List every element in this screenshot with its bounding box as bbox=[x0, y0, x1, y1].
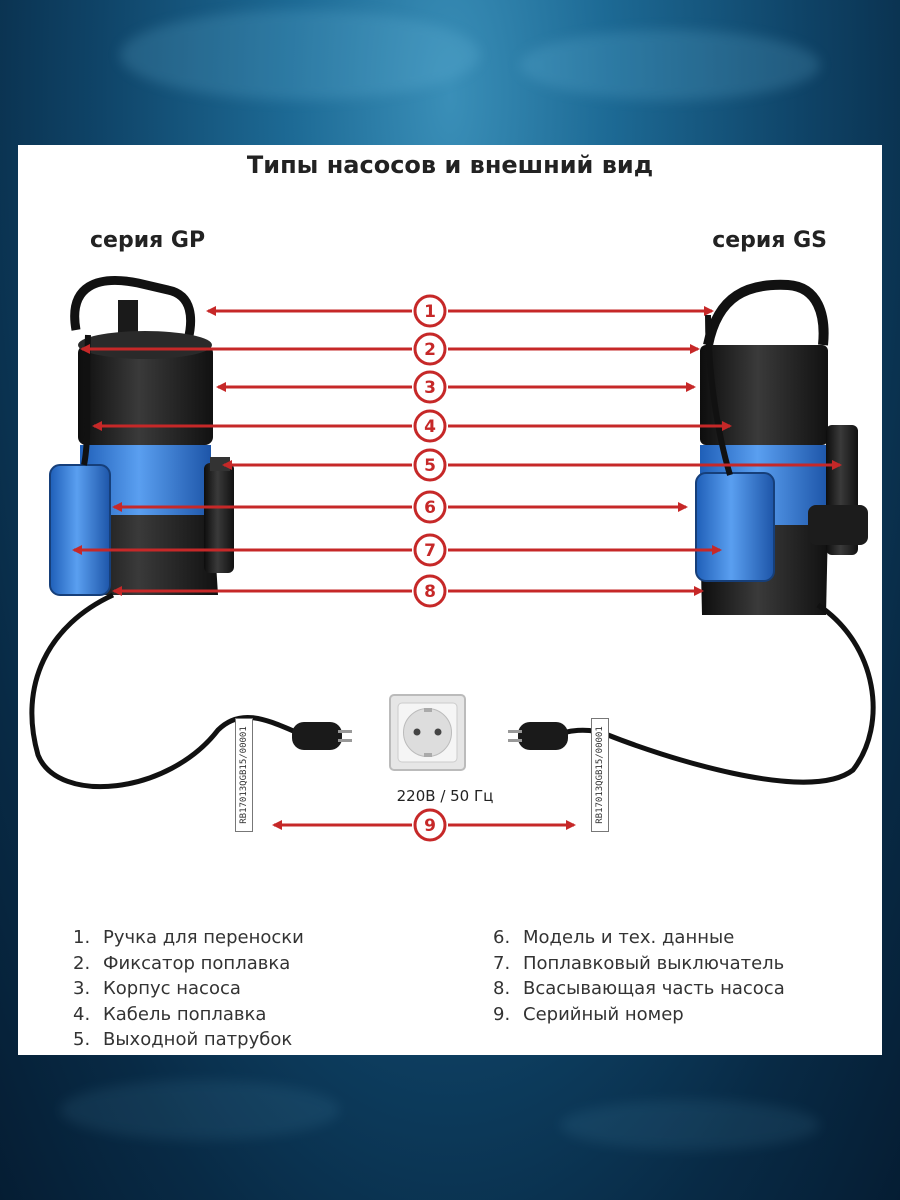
legend-item: 7. Поплавковый выключатель bbox=[493, 951, 785, 977]
legend-number: 3. bbox=[73, 978, 91, 999]
callout-number: 4 bbox=[424, 417, 436, 437]
serial-tag-gs: RB17013QGB15/00001 bbox=[591, 718, 609, 832]
legend-item: 1. Ручка для переноски bbox=[73, 925, 304, 951]
callout-number: 3 bbox=[424, 378, 436, 398]
callout-badge bbox=[413, 533, 447, 567]
legend-number: 4. bbox=[73, 1003, 91, 1025]
legend-number: 8. bbox=[493, 978, 511, 999]
callout-number: 5 bbox=[424, 456, 436, 476]
gp-power-cord bbox=[29, 592, 304, 790]
diagram-panel: 1 2 3 4 5 6 7 8 9 Типы насосов и внешний вид сер… bbox=[18, 145, 882, 1055]
callout-badge bbox=[413, 409, 447, 443]
legend-number: 1. bbox=[73, 927, 91, 948]
gp-handle bbox=[70, 276, 196, 342]
legend-number: 9. bbox=[493, 1003, 511, 1025]
legend-item: 4. Кабель поплавка bbox=[73, 1002, 304, 1028]
pump-diagram: 1 2 3 4 5 6 7 8 9 bbox=[29, 276, 876, 842]
pump-gs bbox=[695, 279, 868, 615]
callout-badge bbox=[413, 294, 447, 328]
legend-text: Выходной патрубок bbox=[103, 1029, 293, 1050]
diagram-title: Типы насосов и внешний вид bbox=[246, 151, 654, 179]
gp-float bbox=[49, 464, 111, 596]
callout-number: 8 bbox=[424, 582, 436, 602]
legend-text: Фиксатор поплавка bbox=[103, 952, 291, 974]
background-light bbox=[560, 1100, 820, 1150]
callout-arrows bbox=[72, 306, 842, 830]
legend-item: 9. Серийный номер bbox=[493, 1002, 785, 1028]
gs-float bbox=[695, 472, 775, 582]
gs-outlet-elbow bbox=[808, 505, 868, 545]
legend-text: Поплавковый выключатель bbox=[523, 952, 785, 974]
legend-item: 8. Всасывающая часть насоса bbox=[493, 976, 785, 1002]
callout-number: 9 bbox=[424, 816, 436, 836]
callout-number: 2 bbox=[424, 340, 436, 360]
legend-number: 5. bbox=[73, 1029, 91, 1050]
legend-text: Корпус насоса bbox=[103, 978, 241, 999]
background-light bbox=[520, 30, 820, 100]
series-gp-label: серия GP bbox=[90, 228, 206, 253]
gp-housing bbox=[78, 345, 213, 445]
legend-item: 3. Корпус насоса bbox=[73, 976, 304, 1002]
legend-number: 7. bbox=[493, 952, 511, 974]
callout-badge bbox=[413, 370, 447, 404]
gs-handle bbox=[703, 279, 829, 347]
legend-text: Ручка для переноски bbox=[103, 927, 304, 948]
legend-left-column: 1. Ручка для переноски 2. Фиксатор поплавк… bbox=[73, 925, 304, 1053]
legend-item: 2. Фиксатор поплавка bbox=[73, 951, 304, 977]
background-light bbox=[60, 1080, 340, 1140]
gp-plug bbox=[292, 722, 352, 750]
legend-number: 6. bbox=[493, 927, 511, 948]
serial-number-gs: RB17013QGB15/00001 bbox=[595, 726, 605, 824]
gs-float-cable bbox=[705, 314, 733, 476]
callout-badge bbox=[413, 490, 447, 524]
callout-number: 1 bbox=[424, 302, 436, 322]
series-gs-label: серия GS bbox=[712, 228, 827, 253]
legend-text: Модель и тех. данные bbox=[523, 927, 735, 948]
serial-tag-gp: RB17013QGB15/00001 bbox=[235, 718, 253, 832]
legend-text: Всасывающая часть насоса bbox=[523, 978, 785, 999]
callout-badge bbox=[413, 448, 447, 482]
gs-plug bbox=[508, 722, 568, 750]
legend-item: 5. Выходной патрубок bbox=[73, 1027, 304, 1053]
wall-socket bbox=[389, 694, 466, 771]
socket-caption: 220В / 50 Гц bbox=[396, 787, 494, 805]
pump-gp bbox=[49, 276, 234, 596]
legend-right-column: 6. Модель и тех. данные 7. Поплавковый вык… bbox=[493, 925, 785, 1027]
legend-number: 2. bbox=[73, 952, 91, 974]
gs-housing bbox=[700, 345, 828, 445]
legend-text: Серийный номер bbox=[523, 1003, 684, 1025]
gp-outlet bbox=[204, 463, 234, 573]
callout-badge bbox=[413, 808, 447, 842]
serial-number-gp: RB17013QGB15/00001 bbox=[239, 726, 249, 824]
gp-housing-top bbox=[78, 331, 212, 359]
callout-number: 7 bbox=[424, 541, 436, 561]
callout-badges: 1 2 3 4 5 6 7 8 9 bbox=[413, 294, 447, 842]
gp-float-cable bbox=[81, 334, 91, 466]
background-light bbox=[120, 10, 480, 100]
callout-badge bbox=[413, 332, 447, 366]
legend-text: Кабель поплавка bbox=[103, 1003, 267, 1025]
callout-number: 6 bbox=[424, 498, 436, 518]
callout-badge bbox=[413, 574, 447, 608]
legend-item: 6. Модель и тех. данные bbox=[493, 925, 785, 951]
